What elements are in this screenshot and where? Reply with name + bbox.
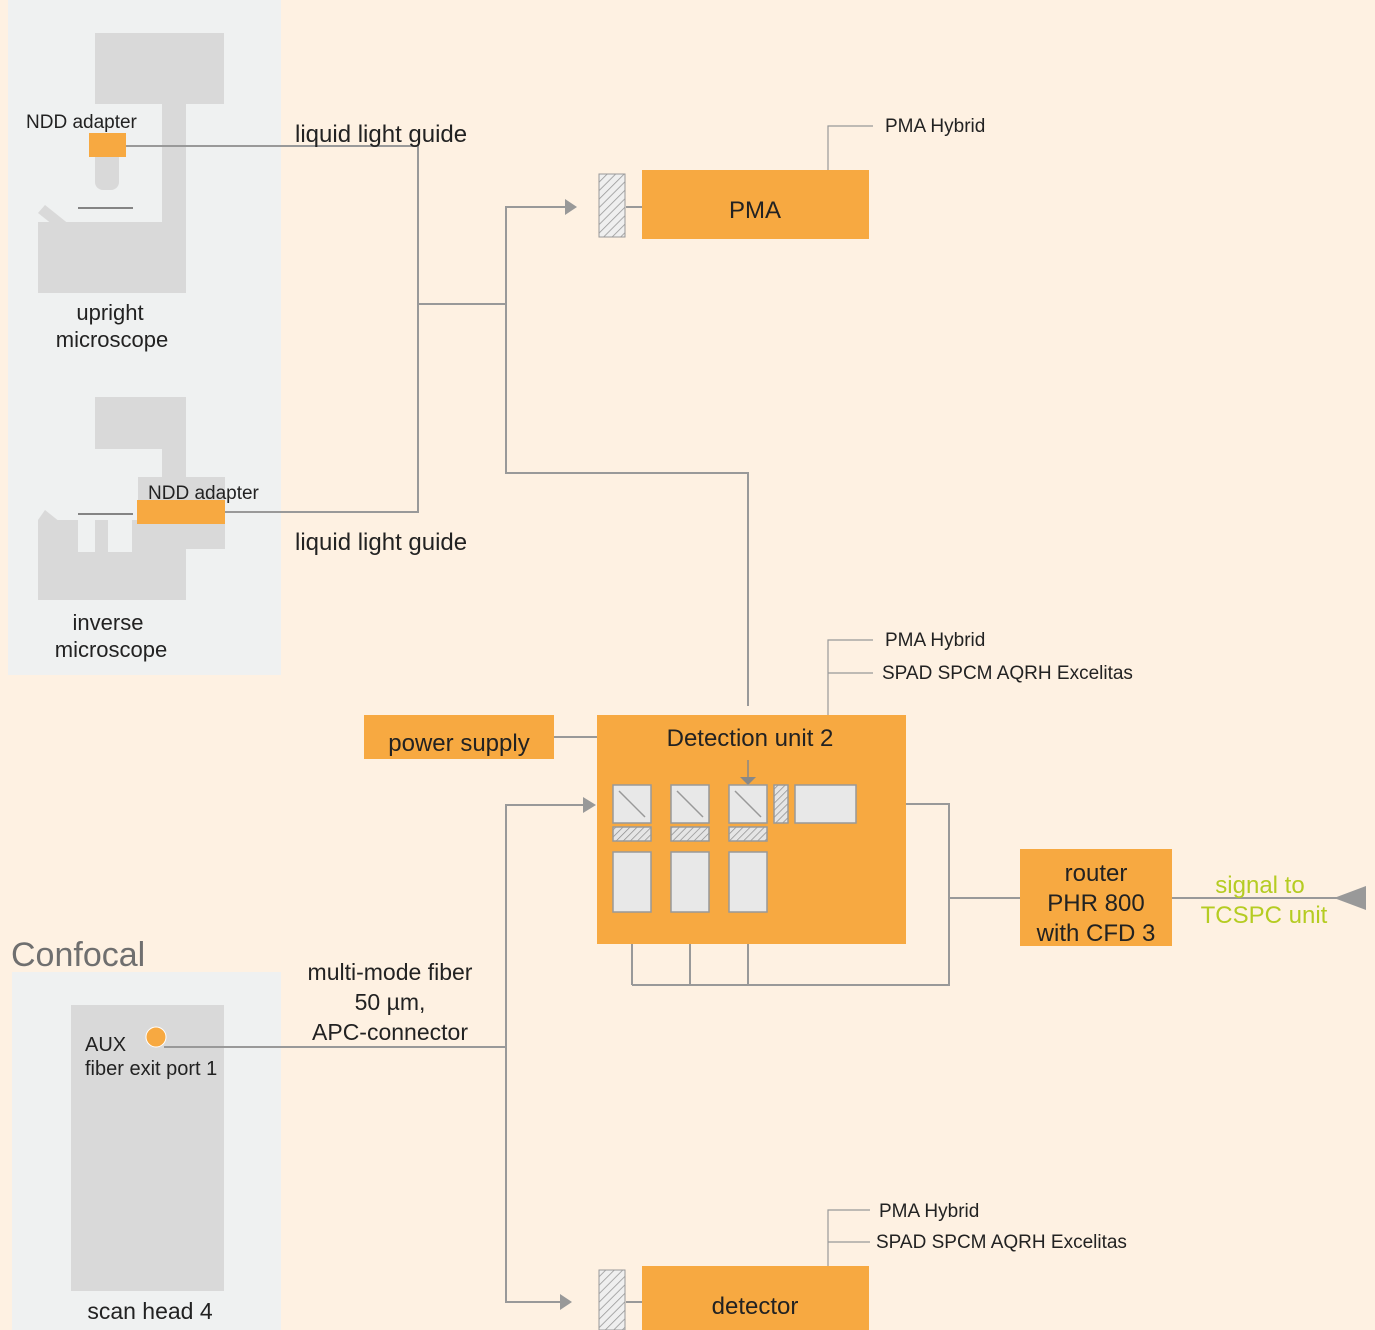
channel-filter-3 [728,826,768,842]
pma-note: PMA Hybrid [885,116,985,137]
channel-filter-2 [670,826,710,842]
inverse-caption-line2: microscope [55,637,167,662]
detector-note-1: PMA Hybrid [879,1201,979,1222]
router-line3: with CFD 3 [1036,920,1156,947]
signal-line1: signal to [1215,872,1304,899]
confocal-title: Confocal [11,936,145,974]
lower-light-guide-label: liquid light guide [295,529,467,556]
pma-box [642,170,869,239]
power-supply-box [364,715,554,759]
inverse-caption-line1: inverse [73,610,144,635]
aux-label: AUX [85,1034,126,1056]
fiber-label-line3: APC-connector [312,1019,468,1045]
fiber-exit-label: fiber exit port 1 [85,1058,217,1080]
router-box [1020,849,1172,946]
router-line2: PHR 800 [1047,890,1144,917]
detector-filter [598,1269,626,1330]
inverse-adapter-label: NDD adapter [148,483,260,504]
detection-unit-note-2: SPAD SPCM AQRH Excelitas [882,663,1133,684]
detection-channels [612,760,857,913]
inverse-ndd-adapter [137,500,225,524]
pma-filter [598,173,626,238]
aux-port-icon [145,1026,167,1048]
detector-note-2: SPAD SPCM AQRH Excelitas [876,1232,1127,1253]
channel-filter-1 [612,826,652,842]
detector-label: detector [712,1293,799,1320]
detection-unit-note-1: PMA Hybrid [885,630,985,651]
detection-unit-label: Detection unit 2 [667,725,834,752]
pma-label: PMA [729,197,781,224]
channel-filter-4 [773,784,789,824]
upright-ndd-adapter [89,133,126,157]
upright-caption-line1: upright [76,300,143,325]
upright-adapter-label: NDD adapter [26,112,138,133]
signal-line2: TCSPC unit [1201,902,1328,929]
channel-detector-2 [670,851,710,913]
scan-head-body [71,1005,224,1291]
upright-caption-line2: microscope [56,327,168,352]
arrowheads [560,199,1366,1310]
leader-lines [827,125,873,1266]
channel-detector-3 [728,851,768,913]
fiber-label-line1: multi-mode fiber [308,959,473,985]
power-supply-label: power supply [388,730,529,757]
router-line1: router [1065,860,1128,887]
fiber-label-line2: 50 µm, [355,989,426,1015]
upper-light-guide-label: liquid light guide [295,121,467,148]
scan-head-caption: scan head 4 [87,1298,213,1324]
detection-unit-notes: PMA Hybrid SPAD SPCM AQRH Excelitas [882,630,1133,684]
channel-detector-1 [612,851,652,913]
channel-detector-4 [794,784,857,824]
detector-box [642,1266,869,1330]
detector-notes: PMA Hybrid SPAD SPCM AQRH Excelitas [876,1201,1127,1253]
